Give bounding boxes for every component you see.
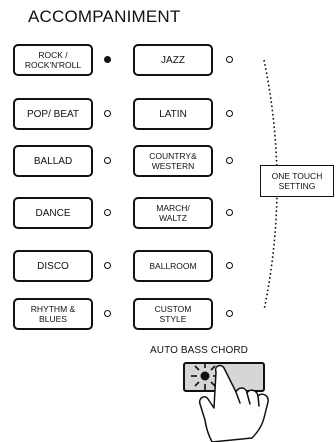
pointing-hand-icon bbox=[0, 0, 336, 442]
